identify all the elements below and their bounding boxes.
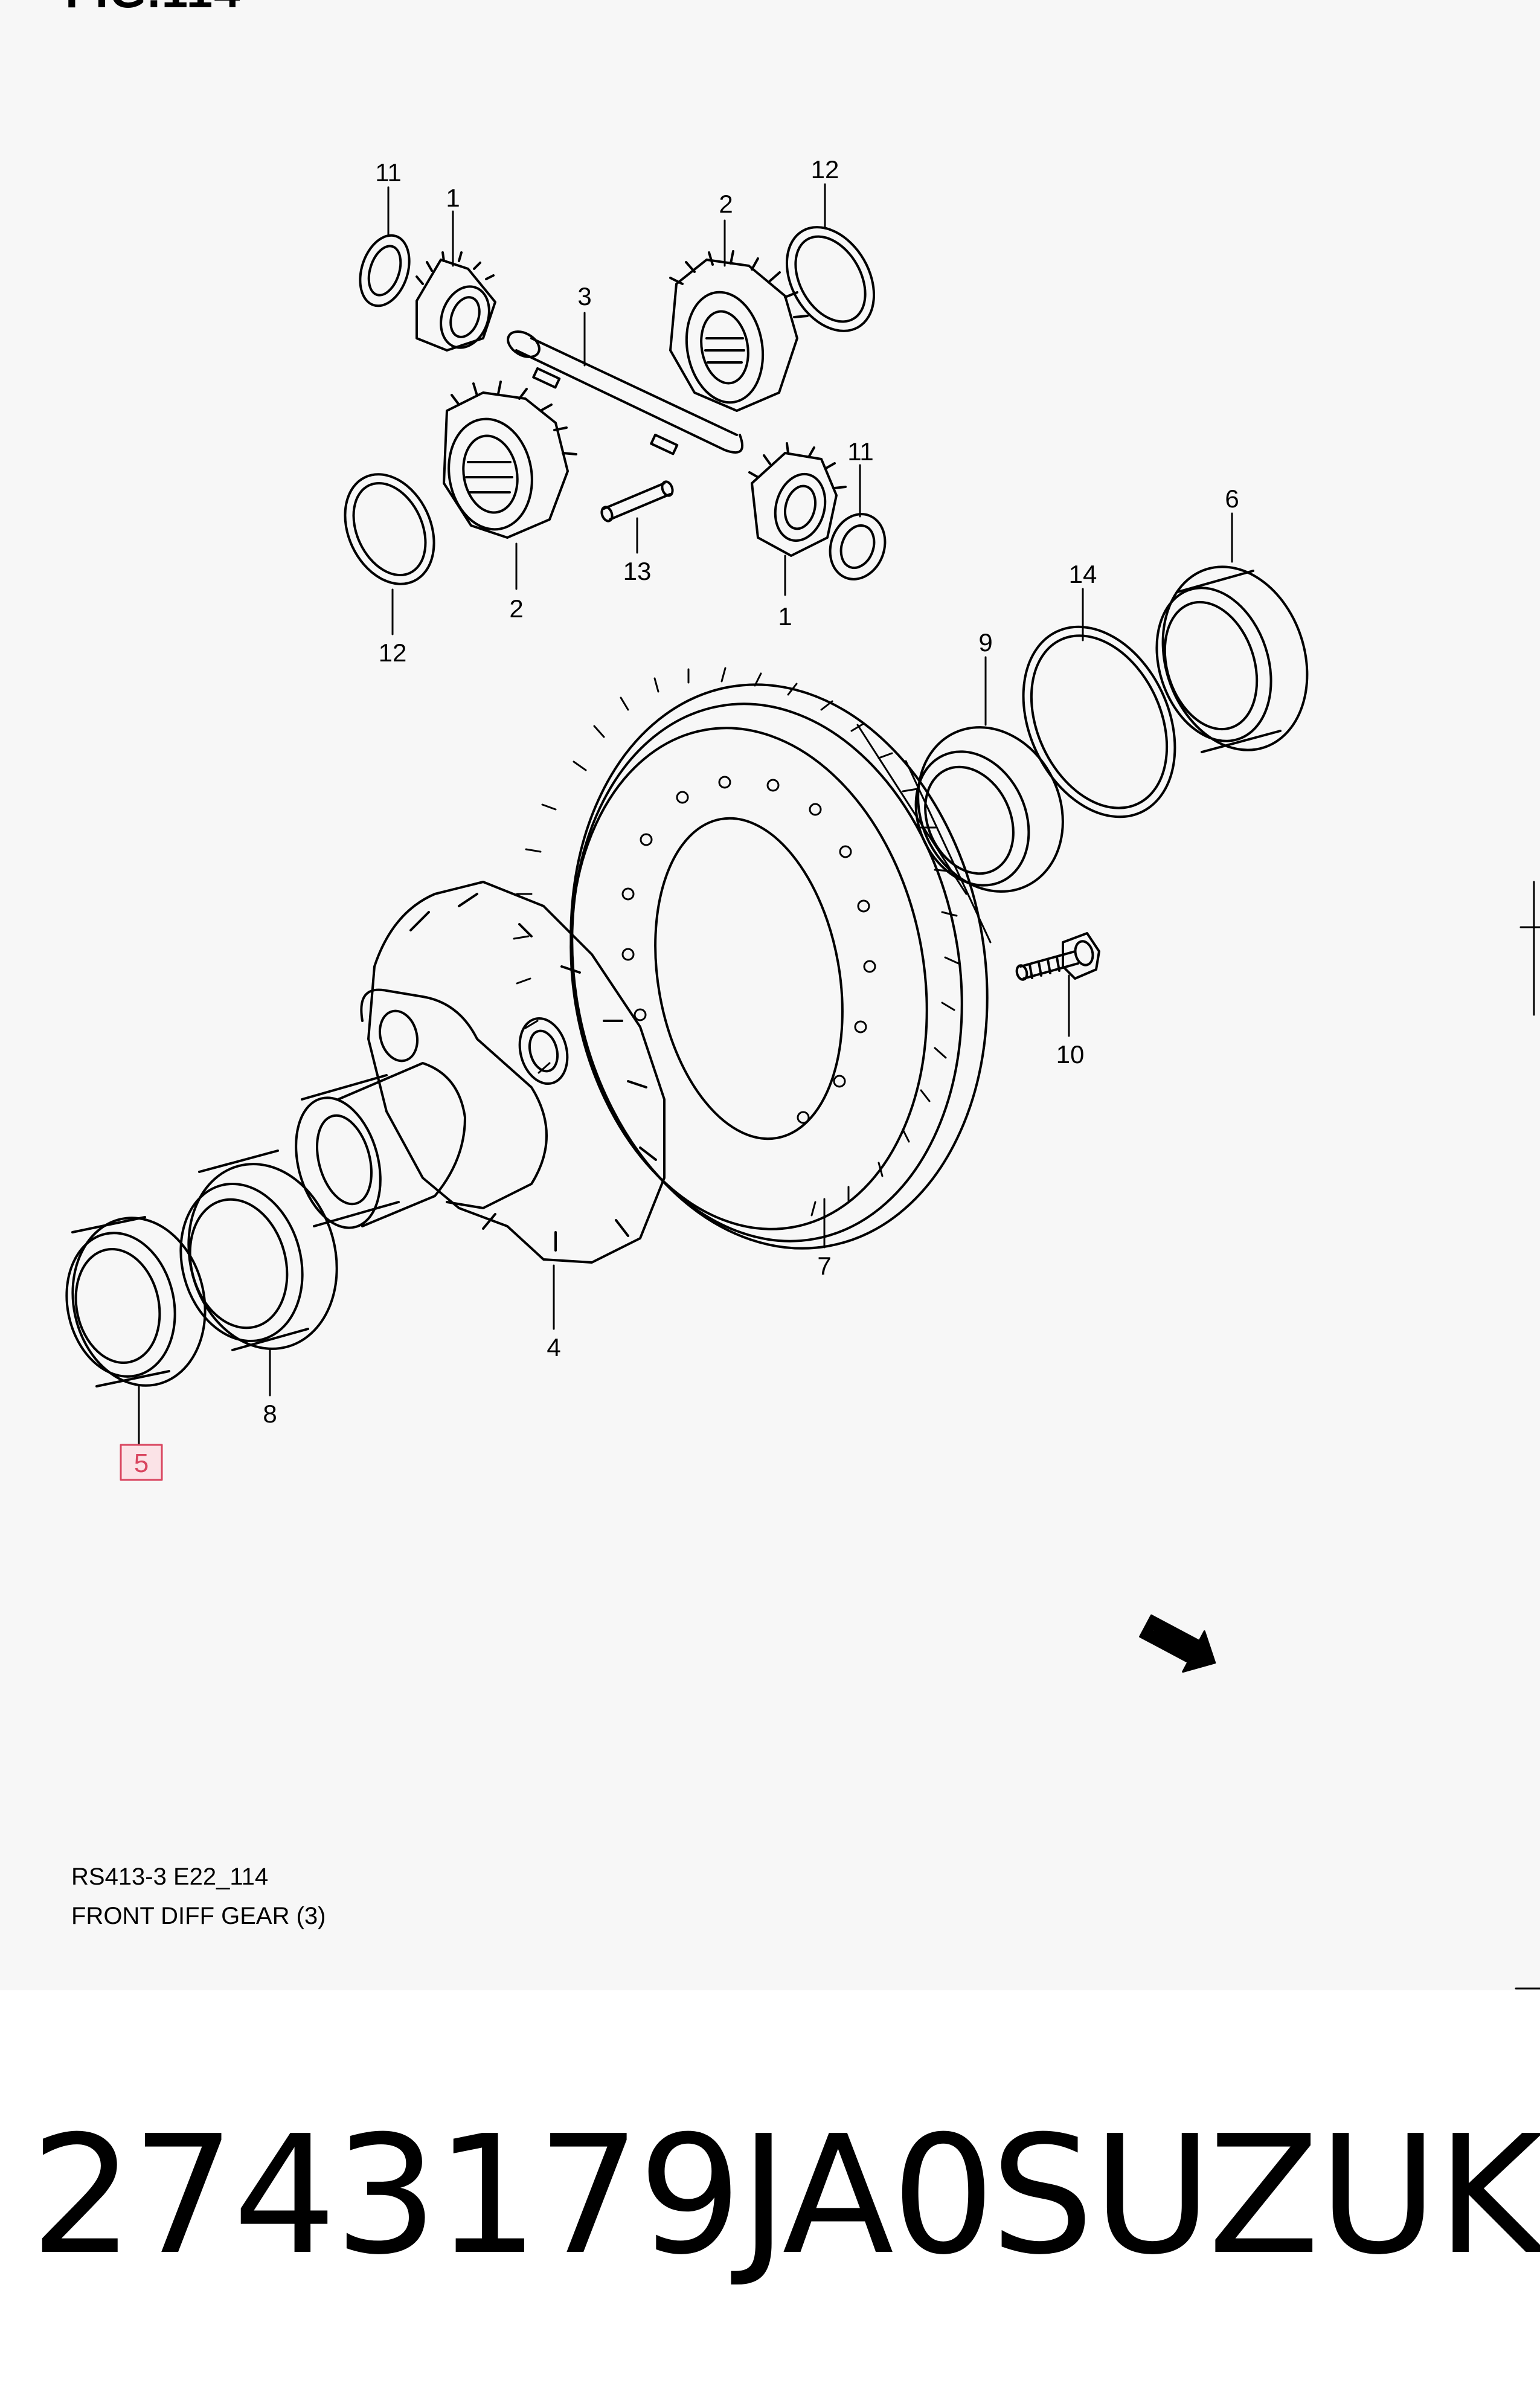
part-number: 2743179JA0 <box>30 2100 995 2291</box>
part-2-side-gear-top[interactable] <box>669 250 809 412</box>
callout-6: 6 <box>1225 484 1239 513</box>
part-10-bolt[interactable] <box>1015 932 1100 981</box>
crop-marks <box>1515 881 1540 1990</box>
callout-2-top: 2 <box>719 190 733 218</box>
callout-11-top: 11 <box>375 158 402 187</box>
fwd-arrow-icon: FWD <box>1139 1614 1216 1673</box>
callout-5: 5 <box>134 1448 149 1478</box>
callout-1-bottom: 1 <box>778 602 792 631</box>
callout-2-bottom: 2 <box>509 594 523 623</box>
part-4-differential-case[interactable] <box>283 881 666 1264</box>
part-11-washer-right[interactable] <box>821 506 894 587</box>
part-7-ring-gear[interactable] <box>513 651 1030 1282</box>
diagram-caption: FRONT DIFF GEAR (3) <box>71 1903 326 1929</box>
part-12-washer-bottom[interactable] <box>328 460 451 599</box>
callout-5-highlight[interactable]: 5 <box>120 1444 163 1481</box>
part-5-oil-seal[interactable] <box>54 1206 220 1398</box>
part-11-washer-top[interactable] <box>351 229 417 312</box>
exploded-parts-diagram: 11 1 2 12 3 11 6 14 9 13 2 1 12 10 7 4 8… <box>54 155 1540 1990</box>
part-1-pinion-gear-top[interactable] <box>415 251 497 355</box>
callout-7: 7 <box>817 1252 831 1280</box>
part-2-side-gear-bottom[interactable] <box>440 381 577 539</box>
part-12-washer-top[interactable] <box>769 211 892 346</box>
part-6-bearing[interactable] <box>1138 548 1330 769</box>
diagram-area: FIG.114 <box>54 0 1540 1990</box>
callout-9: 9 <box>978 628 992 657</box>
callout-10: 10 <box>1056 1040 1085 1069</box>
callout-13: 13 <box>623 557 652 585</box>
callout-1-top: 1 <box>446 184 460 212</box>
part-13-spring-pin[interactable] <box>600 480 674 522</box>
part-1-pinion-gear-bottom[interactable] <box>748 442 847 557</box>
figure-title: FIG.114 <box>65 0 242 19</box>
callout-14: 14 <box>1069 560 1097 588</box>
part-3-pinion-shaft[interactable] <box>504 326 743 455</box>
part-9-oil-seal[interactable] <box>892 704 1089 916</box>
callout-8: 8 <box>263 1400 277 1428</box>
callout-11-right: 11 <box>847 437 874 466</box>
callout-3: 3 <box>577 282 591 310</box>
part-8-bearing[interactable] <box>164 1147 357 1366</box>
diagram-code: RS413-3 E22_114 <box>71 1863 269 1890</box>
callout-12-top: 12 <box>811 155 839 184</box>
brand-name: SUZUKI <box>990 2100 1540 2291</box>
callout-4: 4 <box>547 1333 560 1362</box>
part-14-shim[interactable] <box>994 602 1204 841</box>
callout-12-bottom: 12 <box>379 638 407 667</box>
leader-lines <box>138 183 1233 1445</box>
